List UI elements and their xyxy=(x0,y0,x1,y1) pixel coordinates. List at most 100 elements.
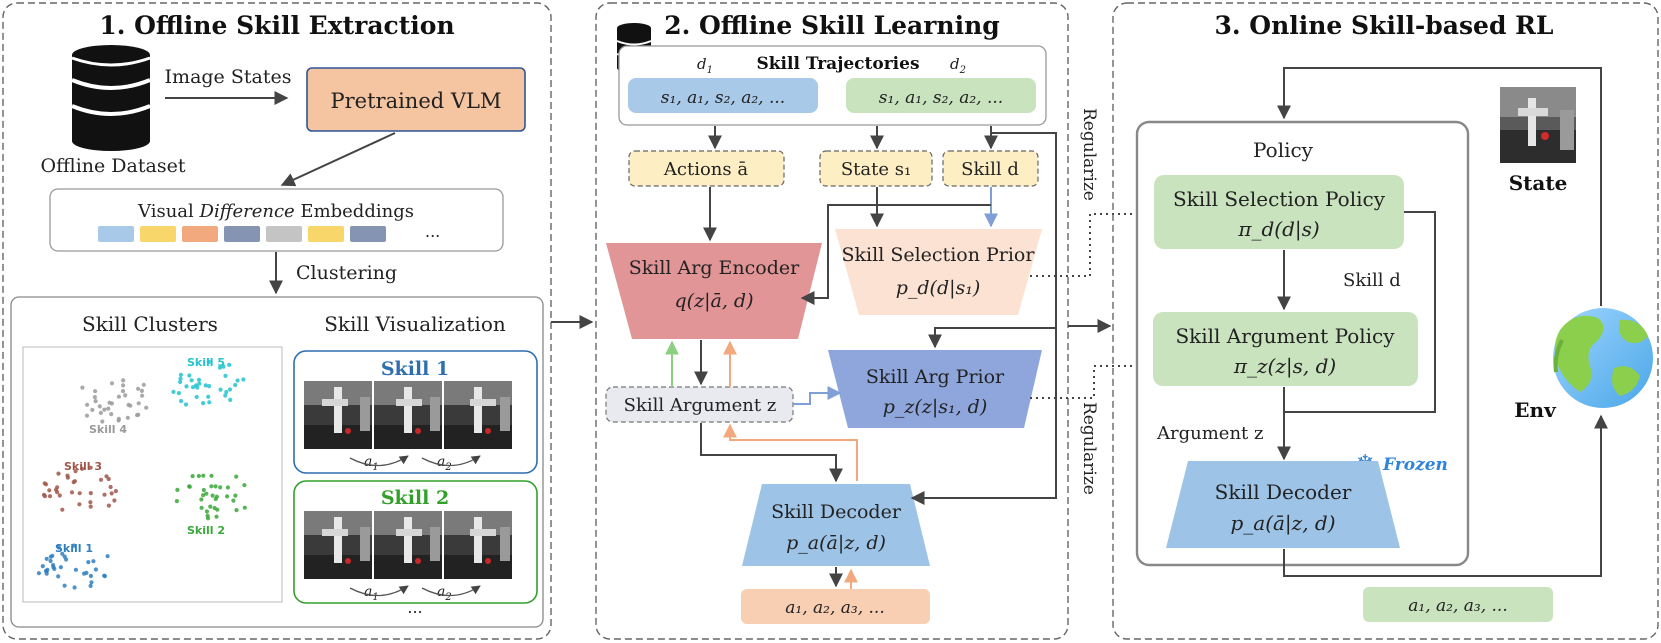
encoder-formula: q(z|ā, d) xyxy=(675,290,754,312)
cluster-point xyxy=(144,405,149,410)
cluster-point xyxy=(62,554,67,559)
cluster-point xyxy=(73,469,78,474)
cluster-point xyxy=(204,509,210,514)
cluster-point xyxy=(199,497,204,502)
cluster-point xyxy=(194,394,199,400)
cluster-point xyxy=(171,389,176,394)
cluster-point xyxy=(178,379,183,385)
cluster-point xyxy=(40,564,45,569)
cluster-point xyxy=(60,507,65,512)
card2-action-a1: a1 xyxy=(364,584,379,603)
cluster-point xyxy=(204,491,209,496)
state-box xyxy=(819,150,933,187)
embedding-chip xyxy=(266,226,302,242)
d1-label: d1 xyxy=(697,55,713,76)
cluster-point xyxy=(88,583,93,589)
embedding-chip xyxy=(98,226,134,242)
embedding-chip xyxy=(350,226,386,242)
cluster-point xyxy=(228,397,233,402)
cluster-point xyxy=(209,473,214,478)
cluster-point xyxy=(77,502,82,507)
cluster-point xyxy=(235,378,240,383)
frozen-label: Frozen xyxy=(1382,455,1448,475)
cluster-point xyxy=(210,493,215,498)
cluster-point xyxy=(223,373,228,378)
frame-robot-gripper xyxy=(322,399,348,406)
cluster-point xyxy=(93,399,98,404)
cluster-point xyxy=(100,419,105,424)
cluster-point xyxy=(175,487,180,492)
selection-policy-formula: π_d(d|s) xyxy=(1237,217,1319,242)
cluster-scatter xyxy=(36,359,247,590)
cluster-point xyxy=(214,514,219,519)
online-output-text: a₁, a₂, a₃, ... xyxy=(1408,596,1508,616)
cluster-point xyxy=(212,505,217,511)
skill-arg-encoder xyxy=(606,243,822,339)
skill-box xyxy=(942,150,1039,187)
cluster-point xyxy=(233,382,238,388)
frame-robot-arm xyxy=(474,387,482,433)
frame-robot-arm xyxy=(334,387,342,433)
cluster-point xyxy=(86,560,91,565)
frame-robot-gripper xyxy=(470,529,496,536)
skill-2-frames xyxy=(304,511,512,579)
cluster-point xyxy=(206,359,211,364)
cluster-point xyxy=(201,401,206,406)
card1-action-a2: a2 xyxy=(437,454,452,473)
cluster-point xyxy=(231,498,236,503)
cluster-point xyxy=(56,574,61,579)
d2-label: d2 xyxy=(950,55,966,76)
online-skill-decoder xyxy=(1166,461,1400,548)
cluster-point xyxy=(199,505,204,510)
cluster-point xyxy=(58,565,64,570)
embedding-chip xyxy=(224,226,260,242)
cluster-point xyxy=(227,362,232,367)
cluster-point xyxy=(218,485,223,490)
panel1-title: 1. Offline Skill Extraction xyxy=(99,11,454,40)
cluster-point xyxy=(36,571,42,576)
cluster-point xyxy=(98,410,103,415)
selection-policy-name: Skill Selection Policy xyxy=(1173,187,1386,211)
cluster-point xyxy=(102,407,107,412)
frame-target xyxy=(415,428,421,434)
regularize-line-1 xyxy=(1030,207,1152,277)
cluster-point xyxy=(56,471,61,476)
cluster-point xyxy=(71,543,76,548)
cluster-point xyxy=(190,474,195,479)
cluster-point xyxy=(203,383,208,388)
skill-d-label: Skill d xyxy=(1343,270,1401,291)
frame-robot-arm xyxy=(474,517,482,563)
cluster-point xyxy=(121,378,126,383)
skill-label: Skill d xyxy=(961,159,1019,180)
cluster-point xyxy=(90,407,95,412)
dataset-label: Offline Dataset xyxy=(41,155,186,177)
cluster-point xyxy=(50,553,55,558)
cluster-point xyxy=(213,484,218,489)
cluster-point xyxy=(189,378,194,383)
cluster-point xyxy=(242,505,247,510)
cluster-label-skill-3: Skill 3 xyxy=(64,460,102,473)
cluster-point xyxy=(241,377,246,382)
cluster-point xyxy=(183,402,189,407)
cluster-point xyxy=(207,400,212,405)
panel3-title: 3. Online Skill-based RL xyxy=(1215,11,1554,40)
cluster-point xyxy=(224,389,229,395)
cluster-point xyxy=(140,393,145,398)
output-actions-box xyxy=(741,589,930,624)
cluster-point xyxy=(93,567,98,572)
cluster-point xyxy=(135,413,140,418)
cluster-point xyxy=(106,406,111,411)
cluster-point xyxy=(123,393,128,398)
cluster-point xyxy=(206,394,211,399)
frame-target xyxy=(485,558,491,564)
cluster-point xyxy=(47,488,52,493)
cluster-point xyxy=(178,372,183,377)
cluster-point xyxy=(136,401,141,406)
cluster-point xyxy=(97,404,102,409)
embeddings-label: Visual Difference Embeddings xyxy=(137,201,414,222)
env-label: Env xyxy=(1514,398,1557,422)
cluster-point xyxy=(98,477,104,482)
skill-decoder xyxy=(742,484,930,566)
skill-card-2-title: Skill 2 xyxy=(381,487,449,509)
